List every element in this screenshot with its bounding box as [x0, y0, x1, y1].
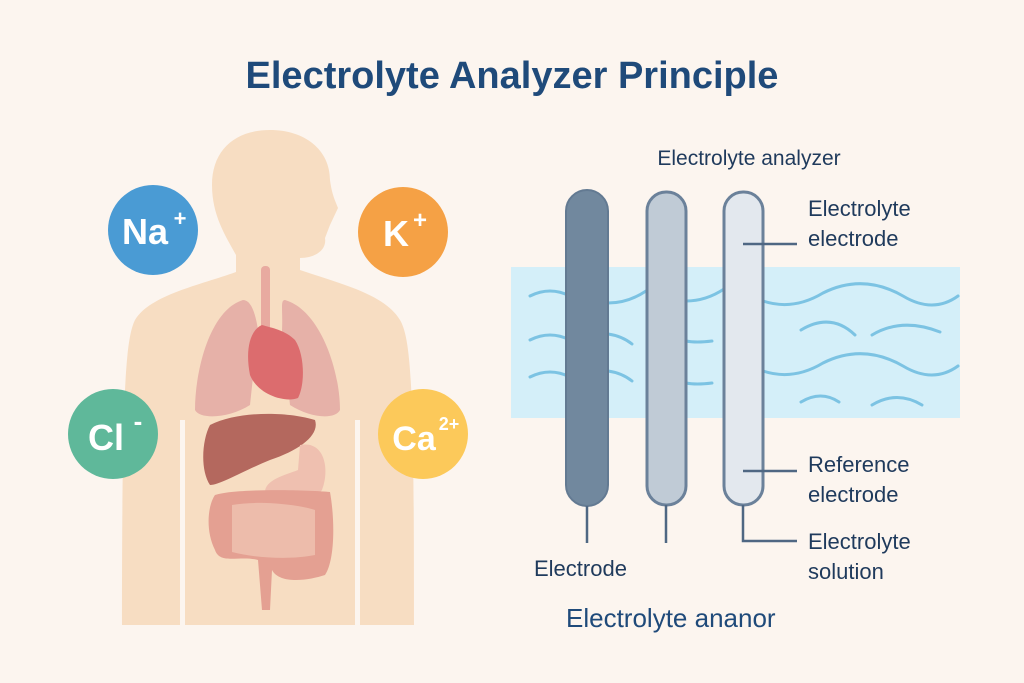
ion-symbol: Ca — [392, 420, 437, 458]
ion-potassium: K + — [358, 187, 448, 277]
svg-text:Reference: Reference — [808, 452, 910, 477]
electrode-3 — [722, 190, 765, 507]
analyzer-heading: Electrolyte analyzer — [657, 147, 840, 170]
ion-symbol: K — [383, 213, 409, 254]
label-electrolyte-electrode: Electrolyte electrode — [808, 196, 911, 251]
small-intestine — [232, 502, 315, 558]
label-reference-electrode: Reference electrode — [808, 452, 910, 507]
svg-text:electrode: electrode — [808, 482, 899, 507]
ion-calcium: Ca 2+ — [378, 389, 468, 479]
ion-symbol: Na — [122, 211, 169, 252]
stomach — [265, 444, 326, 500]
organs — [195, 266, 340, 610]
left-lung — [195, 300, 258, 417]
ion-charge: + — [174, 206, 187, 231]
electrode-2 — [645, 190, 688, 507]
heart — [248, 325, 303, 400]
page-title: Electrolyte Analyzer Principle — [246, 55, 779, 97]
ion-sodium: Na + — [108, 185, 198, 275]
ion-chloride: Cl - — [68, 389, 158, 479]
svg-text:Electrolyte: Electrolyte — [808, 529, 911, 554]
leader-lines — [585, 242, 797, 543]
trachea — [261, 266, 270, 336]
ion-charge: - — [134, 406, 143, 436]
label-electrode: Electrode — [534, 556, 627, 581]
svg-text:electrode: electrode — [808, 226, 899, 251]
svg-text:solution: solution — [808, 559, 884, 584]
ion-symbol: Cl — [88, 417, 124, 458]
analyzer-caption: Electrolyte ananor — [566, 603, 776, 633]
electrode-1 — [565, 189, 609, 507]
ion-charge: 2+ — [439, 414, 460, 434]
liver — [203, 413, 316, 485]
svg-text:Electrolyte: Electrolyte — [808, 196, 911, 221]
label-electrolyte-solution: Electrolyte solution — [808, 529, 911, 584]
ion-charge: + — [413, 207, 427, 234]
